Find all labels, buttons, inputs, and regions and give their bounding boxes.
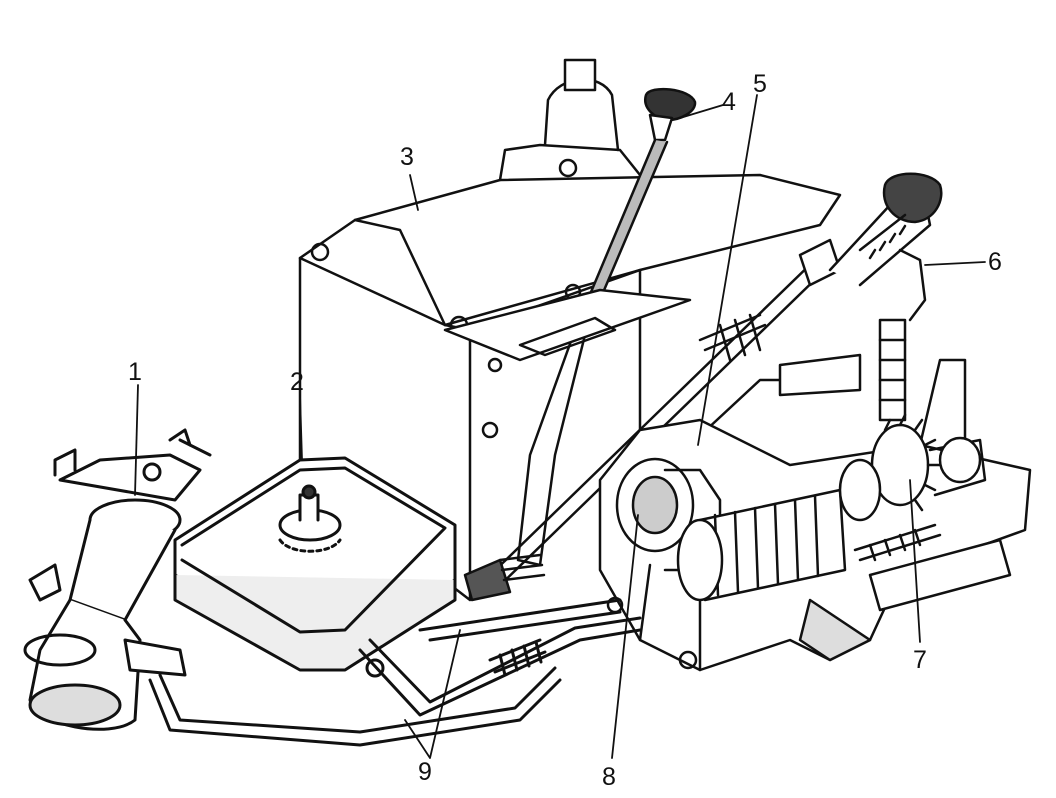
callout-label-8: 8 xyxy=(602,763,616,791)
callout-label-1: 1 xyxy=(128,358,142,386)
air-filter xyxy=(173,456,457,672)
leader-lines xyxy=(134,94,986,759)
callout-label-6: 6 xyxy=(988,248,1002,276)
engine-block xyxy=(298,58,842,602)
hydraulic-pipes xyxy=(148,598,642,747)
callout-label-7: 7 xyxy=(913,646,927,674)
clutch-lever xyxy=(828,172,943,422)
callout-label-3: 3 xyxy=(400,143,414,171)
callout-label-2: 2 xyxy=(290,368,304,396)
callout-label-4: 4 xyxy=(722,88,736,116)
master-cylinder xyxy=(23,428,212,731)
callout-label-5: 5 xyxy=(753,70,767,98)
gear-shift-lever xyxy=(443,87,697,567)
callout-label-9: 9 xyxy=(418,758,432,786)
